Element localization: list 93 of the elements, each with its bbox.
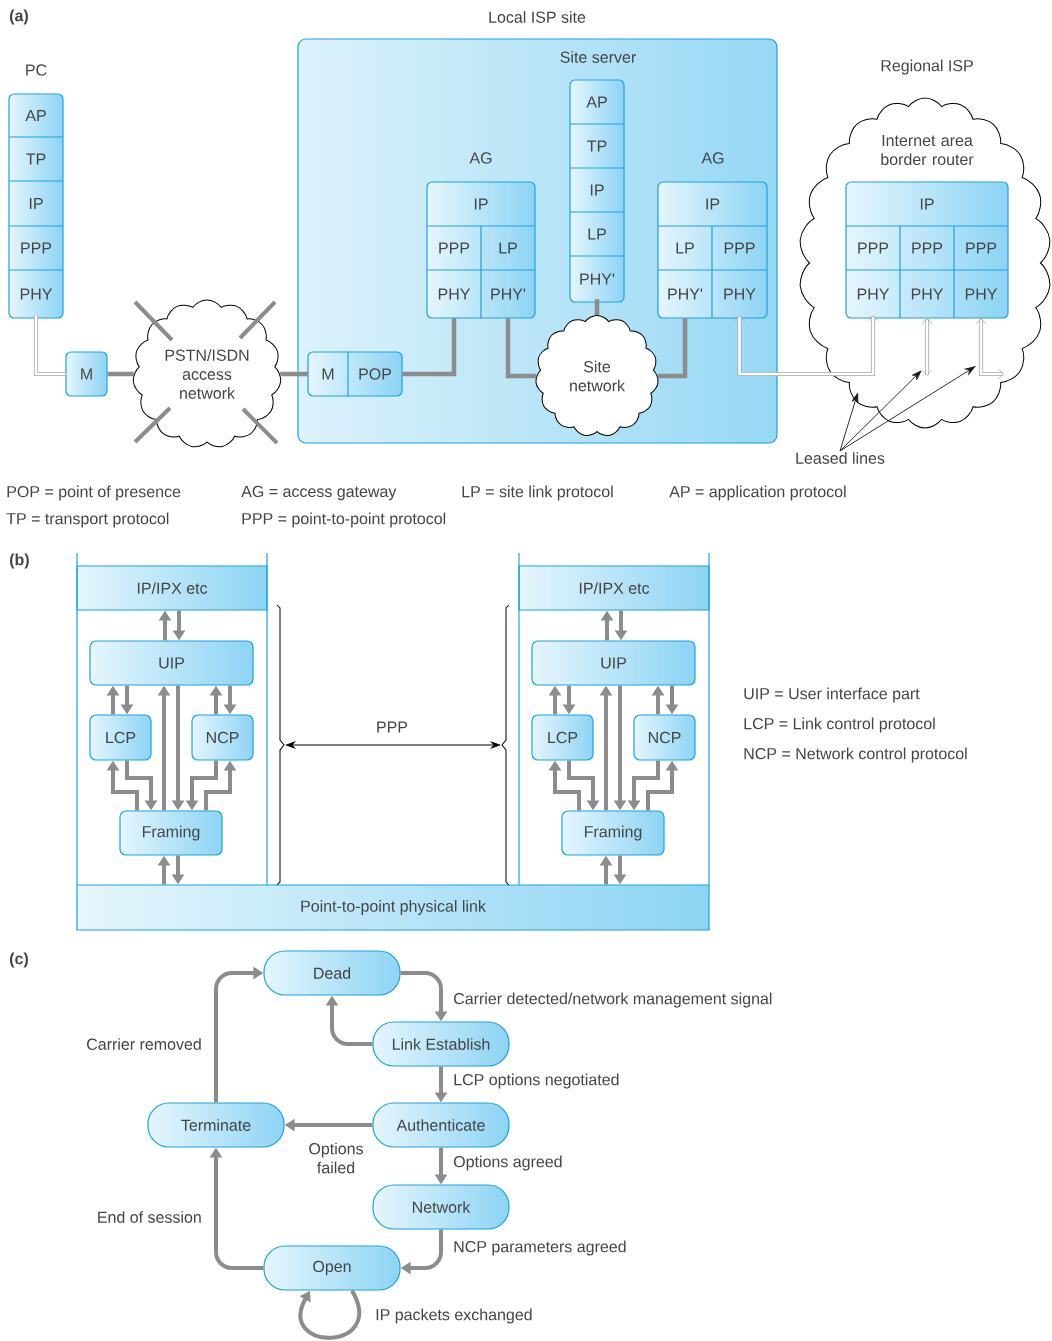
- edge-label: Options agreed: [452, 1154, 564, 1172]
- layer-cell: PPP: [899, 225, 955, 271]
- connector-line: [280, 371, 308, 377]
- abbreviation-key: NCP = Network control protocol: [744, 747, 967, 763]
- abbreviation-key: AP = application protocol: [669, 485, 846, 501]
- panel-label: (a): [10, 9, 28, 25]
- layer-cell: IP: [706, 198, 720, 210]
- node-label: Regional ISP: [881, 59, 973, 75]
- layer-cell: TP: [8, 136, 64, 165]
- connector-line: [107, 371, 134, 377]
- layer-cell: PHY': [657, 269, 713, 300]
- callout-text: Leased lines: [796, 452, 885, 464]
- edge-label: IP packets exchanged: [374, 1307, 534, 1325]
- layer-cell: PPP: [8, 225, 64, 254]
- edge-label: Options failed: [304, 1141, 368, 1175]
- state-box: Open: [263, 1245, 401, 1291]
- connector-line: [402, 318, 457, 377]
- abbreviation-key: LCP = Link control protocol: [744, 717, 935, 733]
- layer-cell: LP: [569, 211, 625, 240]
- network-cloud: PSTN/ISDN access network: [132, 299, 282, 448]
- state-box: Network: [372, 1184, 510, 1230]
- layer-cell: IP: [569, 167, 625, 196]
- state-box: Terminate: [147, 1102, 285, 1148]
- node-label: AG: [701, 152, 724, 164]
- layer-cell: M: [322, 368, 334, 380]
- protocol-box: NCP: [633, 714, 696, 761]
- edge-label: End of session: [95, 1210, 203, 1224]
- layer-cell: PHY: [711, 269, 768, 319]
- state-box: Link Establish: [372, 1021, 510, 1067]
- layer-cell: POP: [347, 351, 392, 397]
- layer-cell: LP: [480, 225, 536, 271]
- abbreviation-key: UIP = User interface part: [744, 687, 920, 703]
- protocol-box: Framing: [119, 810, 223, 856]
- abbreviation-key: AG = access gateway: [241, 485, 397, 501]
- device-box: [307, 351, 403, 397]
- layer-cell: TP: [569, 123, 625, 152]
- layer-cell: PPP: [953, 225, 1009, 271]
- link-line: [975, 318, 1004, 380]
- abbreviation-key: POP = point of presence: [7, 485, 181, 501]
- layer-cell: IP: [474, 198, 488, 210]
- leader-line: [839, 370, 922, 452]
- dimension-label: PPP: [377, 721, 408, 733]
- protocol-box: UIP: [89, 640, 254, 686]
- protocol-box: NCP: [191, 714, 254, 761]
- layer-cell: PHY: [953, 269, 1009, 319]
- leader-line: [839, 366, 976, 452]
- edge-label: LCP options negotiated: [452, 1072, 621, 1090]
- modem-box: M: [65, 351, 108, 397]
- abbreviation-key: LP = site link protocol: [462, 485, 613, 501]
- layer-cell: PPP: [426, 225, 482, 254]
- node-label: PC: [26, 64, 47, 76]
- layer-cell: PHY: [8, 269, 64, 300]
- layer-cell: PPP: [711, 225, 768, 271]
- link-line: [734, 315, 879, 377]
- layer-cell: LP: [657, 225, 713, 254]
- layer-cell: PHY: [845, 269, 901, 300]
- panel-label: (c): [10, 952, 28, 968]
- node-label: Local ISP site: [489, 11, 586, 23]
- edge-label: Carrier removed: [85, 1037, 203, 1051]
- state-box: Authenticate: [372, 1102, 510, 1148]
- layer-cell: PHY: [899, 269, 955, 319]
- edge-label: NCP parameters agreed: [452, 1239, 628, 1257]
- layer-cell: PHY: [426, 269, 482, 300]
- layer-cell: PPP: [845, 225, 901, 254]
- layer-cell: AP: [586, 96, 607, 108]
- layer-bar: IP/IPX etc: [76, 565, 268, 611]
- network-cloud: Site network: [535, 315, 659, 436]
- link-line: [33, 315, 66, 377]
- connector-line: [657, 318, 688, 379]
- connector-line: [505, 318, 537, 379]
- link-line: [921, 318, 933, 376]
- state-box: Dead: [263, 950, 401, 996]
- abbreviation-key: TP = transport protocol: [6, 512, 169, 528]
- layer-cell: IP: [8, 180, 64, 209]
- protocol-box: UIP: [531, 640, 696, 686]
- layer-cell: PHY': [480, 269, 536, 319]
- layer-cell: PHY': [569, 255, 625, 285]
- arrow: [298, 1289, 361, 1340]
- layer-cell: IP: [920, 198, 934, 210]
- node-label: Internet area border router: [881, 134, 974, 166]
- edge-label: Carrier detected/network management signal: [452, 991, 774, 1009]
- protocol-box: Framing: [561, 810, 665, 856]
- node-label: AG: [469, 152, 492, 164]
- layer-bar: IP/IPX etc: [518, 565, 710, 611]
- panel-label: (b): [10, 553, 29, 569]
- node-label: Site server: [560, 51, 636, 63]
- abbreviation-key: PPP = point-to-point protocol: [242, 512, 446, 528]
- leader-line: [839, 392, 859, 452]
- connector-line: [594, 299, 600, 315]
- protocol-box: LCP: [531, 714, 594, 761]
- layer-bar: Point-to-point physical link: [76, 884, 710, 931]
- layer-cell: AP: [25, 110, 46, 121]
- protocol-box: LCP: [89, 714, 152, 761]
